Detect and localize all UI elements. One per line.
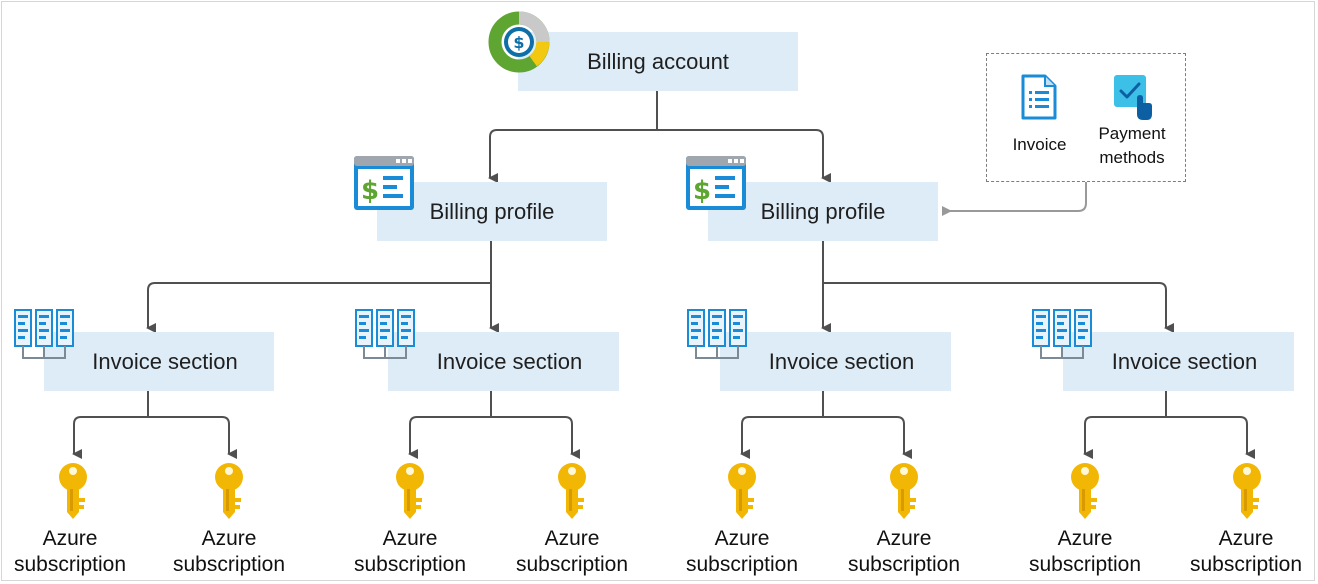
connector-section-4-subs — [1084, 416, 1255, 459]
subscription-line2: subscription — [847, 553, 961, 576]
connector-section-2-subs — [409, 416, 580, 459]
subscription-line2: subscription — [1028, 553, 1142, 576]
subscription-label-5: Azure subscription — [672, 526, 812, 578]
subscription-line2: subscription — [515, 553, 629, 576]
subscription-line1: Azure — [382, 527, 438, 550]
invoice-section-box-1: Invoice section — [44, 332, 274, 391]
invoice-section-label-1: Invoice section — [92, 348, 238, 374]
invoice-section-grid-icon — [1032, 309, 1092, 359]
invoice-section-label-3: Invoice section — [768, 348, 915, 374]
connector-section-3-subs — [741, 416, 912, 459]
legend-box: Invoice Payment methods — [986, 53, 1186, 182]
key-icon — [396, 463, 424, 519]
connector-account-profile-1 — [488, 129, 657, 183]
invoice-section-grid-icon — [355, 309, 415, 359]
subscription-line2: subscription — [1189, 553, 1303, 576]
key-icon — [890, 463, 918, 519]
invoice-section-box-2: Invoice section — [388, 332, 619, 391]
connector-profile-2-section-4 — [823, 282, 1174, 333]
subscription-label-2: Azure subscription — [159, 526, 299, 578]
legend-invoice-label: Invoice — [1012, 135, 1067, 154]
subscription-line1: Azure — [1218, 527, 1274, 550]
subscription-line2: subscription — [172, 553, 286, 576]
key-icon — [1233, 463, 1261, 519]
invoice-section-label-2: Invoice section — [436, 348, 583, 374]
subscription-label-7: Azure subscription — [1015, 526, 1155, 578]
key-icon — [59, 463, 87, 519]
connector-account-profile-2 — [657, 129, 831, 183]
key-icon — [558, 463, 586, 519]
subscription-label-6: Azure subscription — [834, 526, 974, 578]
invoice-section-label-4: Invoice section — [1111, 348, 1258, 374]
invoice-section-grid-icon — [14, 309, 74, 359]
subscription-label-8: Azure subscription — [1176, 526, 1316, 578]
invoice-section-box-4: Invoice section — [1063, 332, 1294, 391]
subscription-line2: subscription — [353, 553, 467, 576]
subscription-line2: subscription — [13, 553, 127, 576]
subscription-line1: Azure — [714, 527, 770, 550]
billing-account-box: Billing account — [518, 32, 798, 91]
legend-payment-line2: methods — [1099, 148, 1165, 167]
invoice-section-grid-icon — [687, 309, 747, 359]
connector-legend-profile-2 — [942, 182, 1087, 216]
connector-section-1-subs — [73, 416, 237, 459]
subscription-line1: Azure — [201, 527, 257, 550]
subscription-label-3: Azure subscription — [340, 526, 480, 578]
key-icon — [215, 463, 243, 519]
key-icon — [1071, 463, 1099, 519]
subscription-label-4: Azure subscription — [502, 526, 642, 578]
subscription-line2: subscription — [685, 553, 799, 576]
billing-profile-dollar-window-icon: $ — [354, 156, 414, 210]
svg-text:$: $ — [513, 33, 524, 52]
subscription-line1: Azure — [876, 527, 932, 550]
legend-payment-line1: Payment — [1098, 124, 1166, 143]
legend-payment-label: Payment methods — [1082, 122, 1182, 170]
invoice-section-box-3: Invoice section — [720, 332, 951, 391]
billing-profile-label-1: Billing profile — [429, 198, 555, 224]
invoice-document-icon — [1021, 74, 1057, 120]
subscription-line1: Azure — [544, 527, 600, 550]
billing-account-donut-icon: $ — [488, 11, 550, 73]
connector-profile-1-section-1 — [146, 282, 491, 333]
billing-profile-label-2: Billing profile — [760, 198, 886, 224]
subscription-line1: Azure — [1057, 527, 1113, 550]
billing-profile-dollar-window-icon: $ — [686, 156, 746, 210]
billing-profile-box-1: Billing profile — [377, 182, 607, 241]
subscription-line1: Azure — [42, 527, 98, 550]
billing-profile-box-2: Billing profile — [708, 182, 938, 241]
svg-text:$: $ — [693, 176, 711, 206]
svg-text:$: $ — [361, 176, 379, 206]
payment-methods-icon — [1114, 75, 1152, 120]
subscription-label-1: Azure subscription — [0, 526, 140, 578]
key-icon — [728, 463, 756, 519]
billing-account-label: Billing account — [587, 48, 729, 74]
